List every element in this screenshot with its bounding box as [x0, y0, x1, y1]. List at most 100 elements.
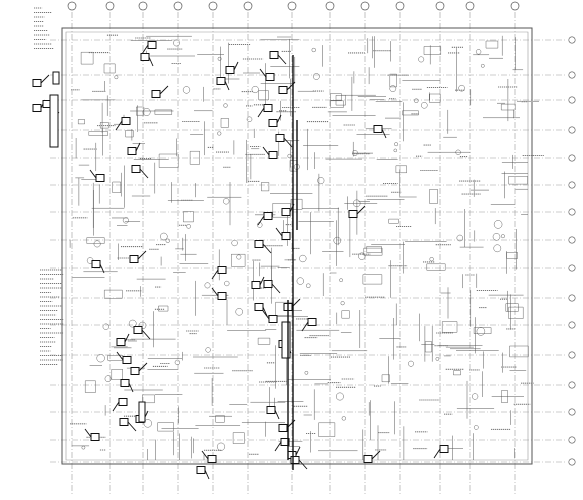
- detail-box: [190, 151, 200, 164]
- callout-leader: [275, 442, 281, 451]
- detail-circle: [143, 108, 150, 115]
- detail-circle: [247, 117, 252, 122]
- detail-box: [216, 416, 225, 423]
- detail-circle: [430, 257, 434, 261]
- callout-box: [291, 457, 299, 464]
- detail-circle: [173, 40, 179, 46]
- detail-circle: [336, 393, 343, 400]
- detail-circle: [419, 57, 424, 62]
- detail-circle: [493, 233, 500, 240]
- callout-leader: [116, 121, 122, 130]
- callout-leader: [129, 383, 133, 392]
- detail-box: [330, 94, 341, 101]
- detail-circle: [312, 48, 316, 52]
- detail-box: [390, 74, 397, 87]
- detail-box: [389, 219, 399, 223]
- grid-bubbles: [68, 2, 575, 465]
- callout-box: [252, 282, 260, 289]
- detail-circle: [223, 198, 229, 204]
- callout-leader: [284, 138, 292, 147]
- grid-bubble: [569, 155, 575, 161]
- detail-box: [104, 64, 115, 73]
- callout-box: [152, 91, 160, 98]
- callout-leader: [263, 244, 271, 253]
- detail-circle: [390, 86, 396, 92]
- callout-box: [255, 304, 263, 311]
- callout-box: [349, 211, 357, 218]
- callout-leader: [258, 216, 264, 225]
- detail-circle: [342, 417, 346, 421]
- detail-circle: [224, 104, 228, 108]
- detail-circle: [313, 73, 319, 79]
- detail-box: [261, 183, 269, 191]
- callout-bar: [282, 322, 290, 358]
- detail-box: [364, 248, 382, 255]
- callout-box: [117, 339, 125, 346]
- detail-circle: [82, 446, 85, 449]
- detail-circle: [160, 233, 167, 240]
- detail-box: [367, 246, 382, 252]
- callout-box: [440, 446, 448, 453]
- detail-box: [427, 264, 445, 271]
- grid-bubble: [569, 127, 575, 133]
- callout-leader: [100, 264, 104, 273]
- callout-box: [128, 148, 136, 155]
- callout-leader: [125, 334, 129, 342]
- callout-leader: [278, 55, 286, 64]
- callout-box: [119, 399, 127, 406]
- callout-box: [123, 357, 131, 364]
- detail-box: [142, 395, 154, 403]
- detail-box: [510, 346, 529, 357]
- callout-box: [218, 267, 226, 274]
- detail-circle: [206, 348, 211, 353]
- detail-box: [424, 47, 441, 55]
- detail-box: [382, 375, 390, 382]
- detail-box: [233, 433, 244, 444]
- detail-box: [183, 212, 193, 222]
- callout-leader: [41, 75, 49, 83]
- callout-box: [269, 316, 277, 323]
- detail-circle: [494, 220, 502, 228]
- detail-box: [104, 290, 122, 298]
- detail-circle: [103, 324, 109, 330]
- callout-leader: [136, 143, 140, 151]
- detail-circle: [297, 278, 304, 285]
- callout-box: [217, 78, 225, 85]
- grid-bubble: [68, 2, 76, 10]
- callout-leader: [128, 422, 136, 431]
- callout-leader: [234, 62, 238, 70]
- grid-bubble: [569, 409, 575, 415]
- callout-box: [132, 166, 140, 173]
- detail-circle: [187, 224, 191, 228]
- detail-circle: [305, 371, 308, 374]
- detail-box: [113, 182, 121, 193]
- callout-leader: [434, 449, 440, 458]
- callout-bar: [53, 72, 59, 84]
- grid-bubble: [569, 382, 575, 388]
- callout-box: [197, 467, 205, 474]
- grid-bubble: [174, 2, 182, 10]
- callout-leader: [258, 108, 264, 117]
- detail-box: [136, 107, 144, 115]
- detail-circle: [218, 132, 222, 136]
- callout-box: [282, 233, 290, 240]
- detail-circle: [299, 255, 306, 262]
- callout-leader: [357, 206, 365, 214]
- detail-linework: [34, 8, 544, 460]
- grid-bubble: [569, 459, 575, 465]
- callout-leader: [263, 147, 269, 155]
- callout-leader: [299, 460, 307, 469]
- detail-box: [78, 120, 85, 124]
- detail-box: [158, 306, 168, 311]
- grid-bubble: [569, 352, 575, 358]
- callout-leader: [372, 451, 380, 459]
- detail-box: [403, 111, 419, 115]
- callout-leader: [113, 402, 119, 411]
- callout-leader: [212, 270, 218, 279]
- grid-bubble: [569, 182, 575, 188]
- grid-bubble: [396, 2, 404, 10]
- detail-box: [231, 254, 245, 266]
- detail-box: [81, 52, 93, 64]
- grid-bubble: [209, 2, 217, 10]
- callout-leader: [138, 251, 146, 259]
